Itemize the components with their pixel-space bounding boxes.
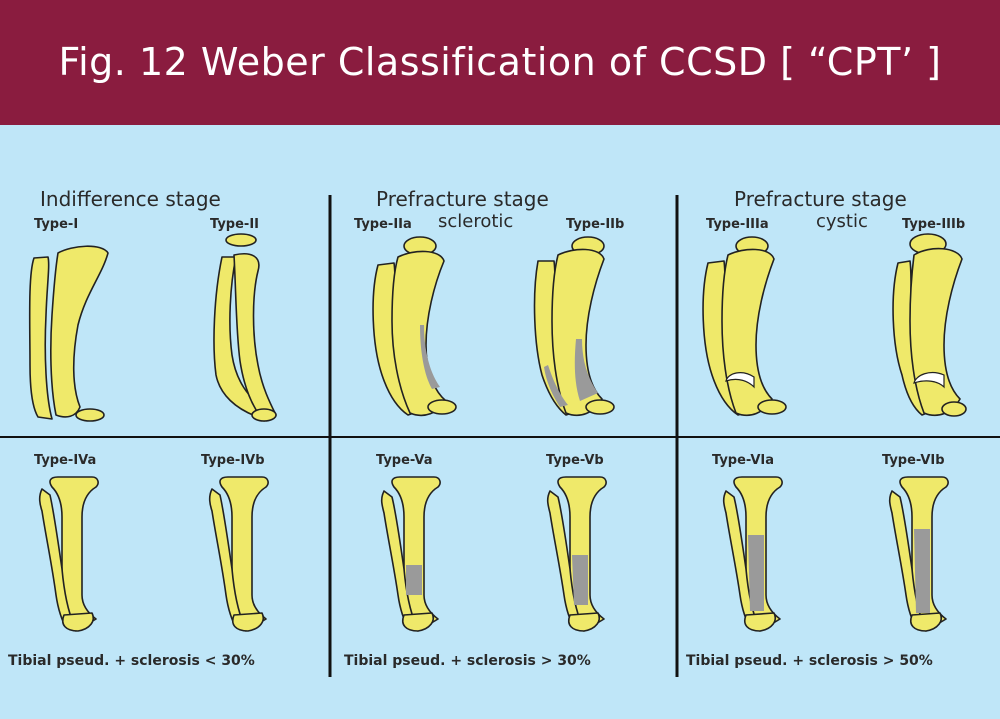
type-label-vib: Type-VIb xyxy=(882,453,945,468)
caption-sclerosis-gt-30: Tibial pseud. + sclerosis > 30% xyxy=(344,653,591,669)
bone-type-vb xyxy=(546,476,607,632)
type-label-va: Type-Va xyxy=(376,453,433,468)
type-label-ivb: Type-IVb xyxy=(201,453,265,468)
sclerosis-mark-iib-fibula xyxy=(544,365,568,407)
bone-type-iia xyxy=(372,236,457,417)
type-label-ii: Type-II xyxy=(210,217,259,232)
subtitle-sclerotic: sclerotic xyxy=(438,211,514,232)
bone-type-iiib xyxy=(892,233,967,417)
bone-type-ivb xyxy=(208,476,269,632)
bone-type-iva xyxy=(38,476,99,632)
diagram-grid xyxy=(0,195,1000,677)
type-label-i: Type-I xyxy=(34,217,79,232)
subtitle-cystic: cystic xyxy=(816,211,868,232)
caption-sclerosis-lt-30: Tibial pseud. + sclerosis < 30% xyxy=(8,653,255,669)
bone-type-va xyxy=(380,476,441,632)
sclerosis-mark-iia xyxy=(420,325,440,389)
sclerosis-mark-vb xyxy=(572,555,588,605)
caption-sclerosis-gt-50: Tibial pseud. + sclerosis > 50% xyxy=(686,653,933,669)
sclerosis-mark-va xyxy=(406,565,422,595)
type-label-iiib: Type-IIIb xyxy=(902,217,966,232)
bone-type-ii xyxy=(213,233,277,422)
cyst-mark-iiia xyxy=(725,372,755,389)
figure-title: Fig. 12 Weber Classification of CCSD [ “… xyxy=(58,40,942,84)
bone-illustrations xyxy=(28,233,967,632)
title-banner: Fig. 12 Weber Classification of CCSD [ “… xyxy=(0,0,1000,125)
bone-type-i xyxy=(28,245,109,422)
type-label-iib: Type-IIb xyxy=(566,217,625,232)
type-label-vb: Type-Vb xyxy=(546,453,604,468)
type-label-iiia: Type-IIIa xyxy=(706,217,769,232)
sclerosis-mark-iib xyxy=(574,339,598,401)
type-label-iva: Type-IVa xyxy=(34,453,97,468)
cyst-mark-iiib xyxy=(913,371,945,389)
type-label-iia: Type-IIa xyxy=(354,217,412,232)
stage-label-prefracture-2: Prefracture stage xyxy=(734,187,907,211)
sclerosis-mark-vib xyxy=(914,529,930,613)
bone-type-iib xyxy=(533,236,615,417)
bone-type-iiia xyxy=(702,236,787,417)
sclerosis-mark-via xyxy=(748,535,764,611)
stage-label-prefracture-1: Prefracture stage xyxy=(376,187,549,211)
stage-label-indifference: Indifference stage xyxy=(40,187,221,211)
weber-classification-diagram: Indifference stage Prefracture stage Pre… xyxy=(0,125,1000,719)
type-label-via: Type-VIa xyxy=(712,453,775,468)
